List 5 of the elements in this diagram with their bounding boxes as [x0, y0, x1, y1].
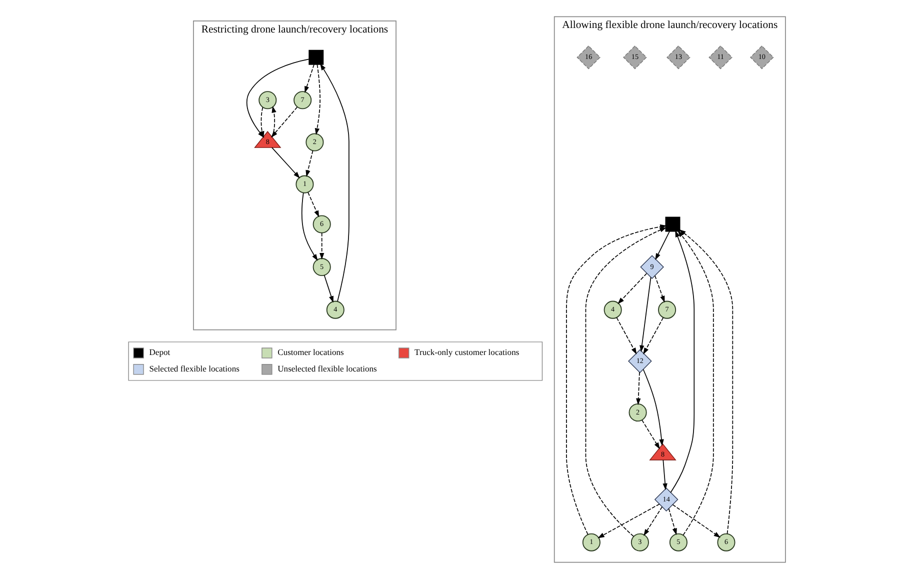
legend-label: Customer locations	[278, 347, 344, 358]
legend-label: Truck-only customer locations	[414, 347, 520, 358]
legend-label: Unselected flexible locations	[278, 364, 377, 374]
legend-label: Depot	[149, 347, 170, 358]
legend-label: Selected flexible locations	[149, 364, 240, 374]
